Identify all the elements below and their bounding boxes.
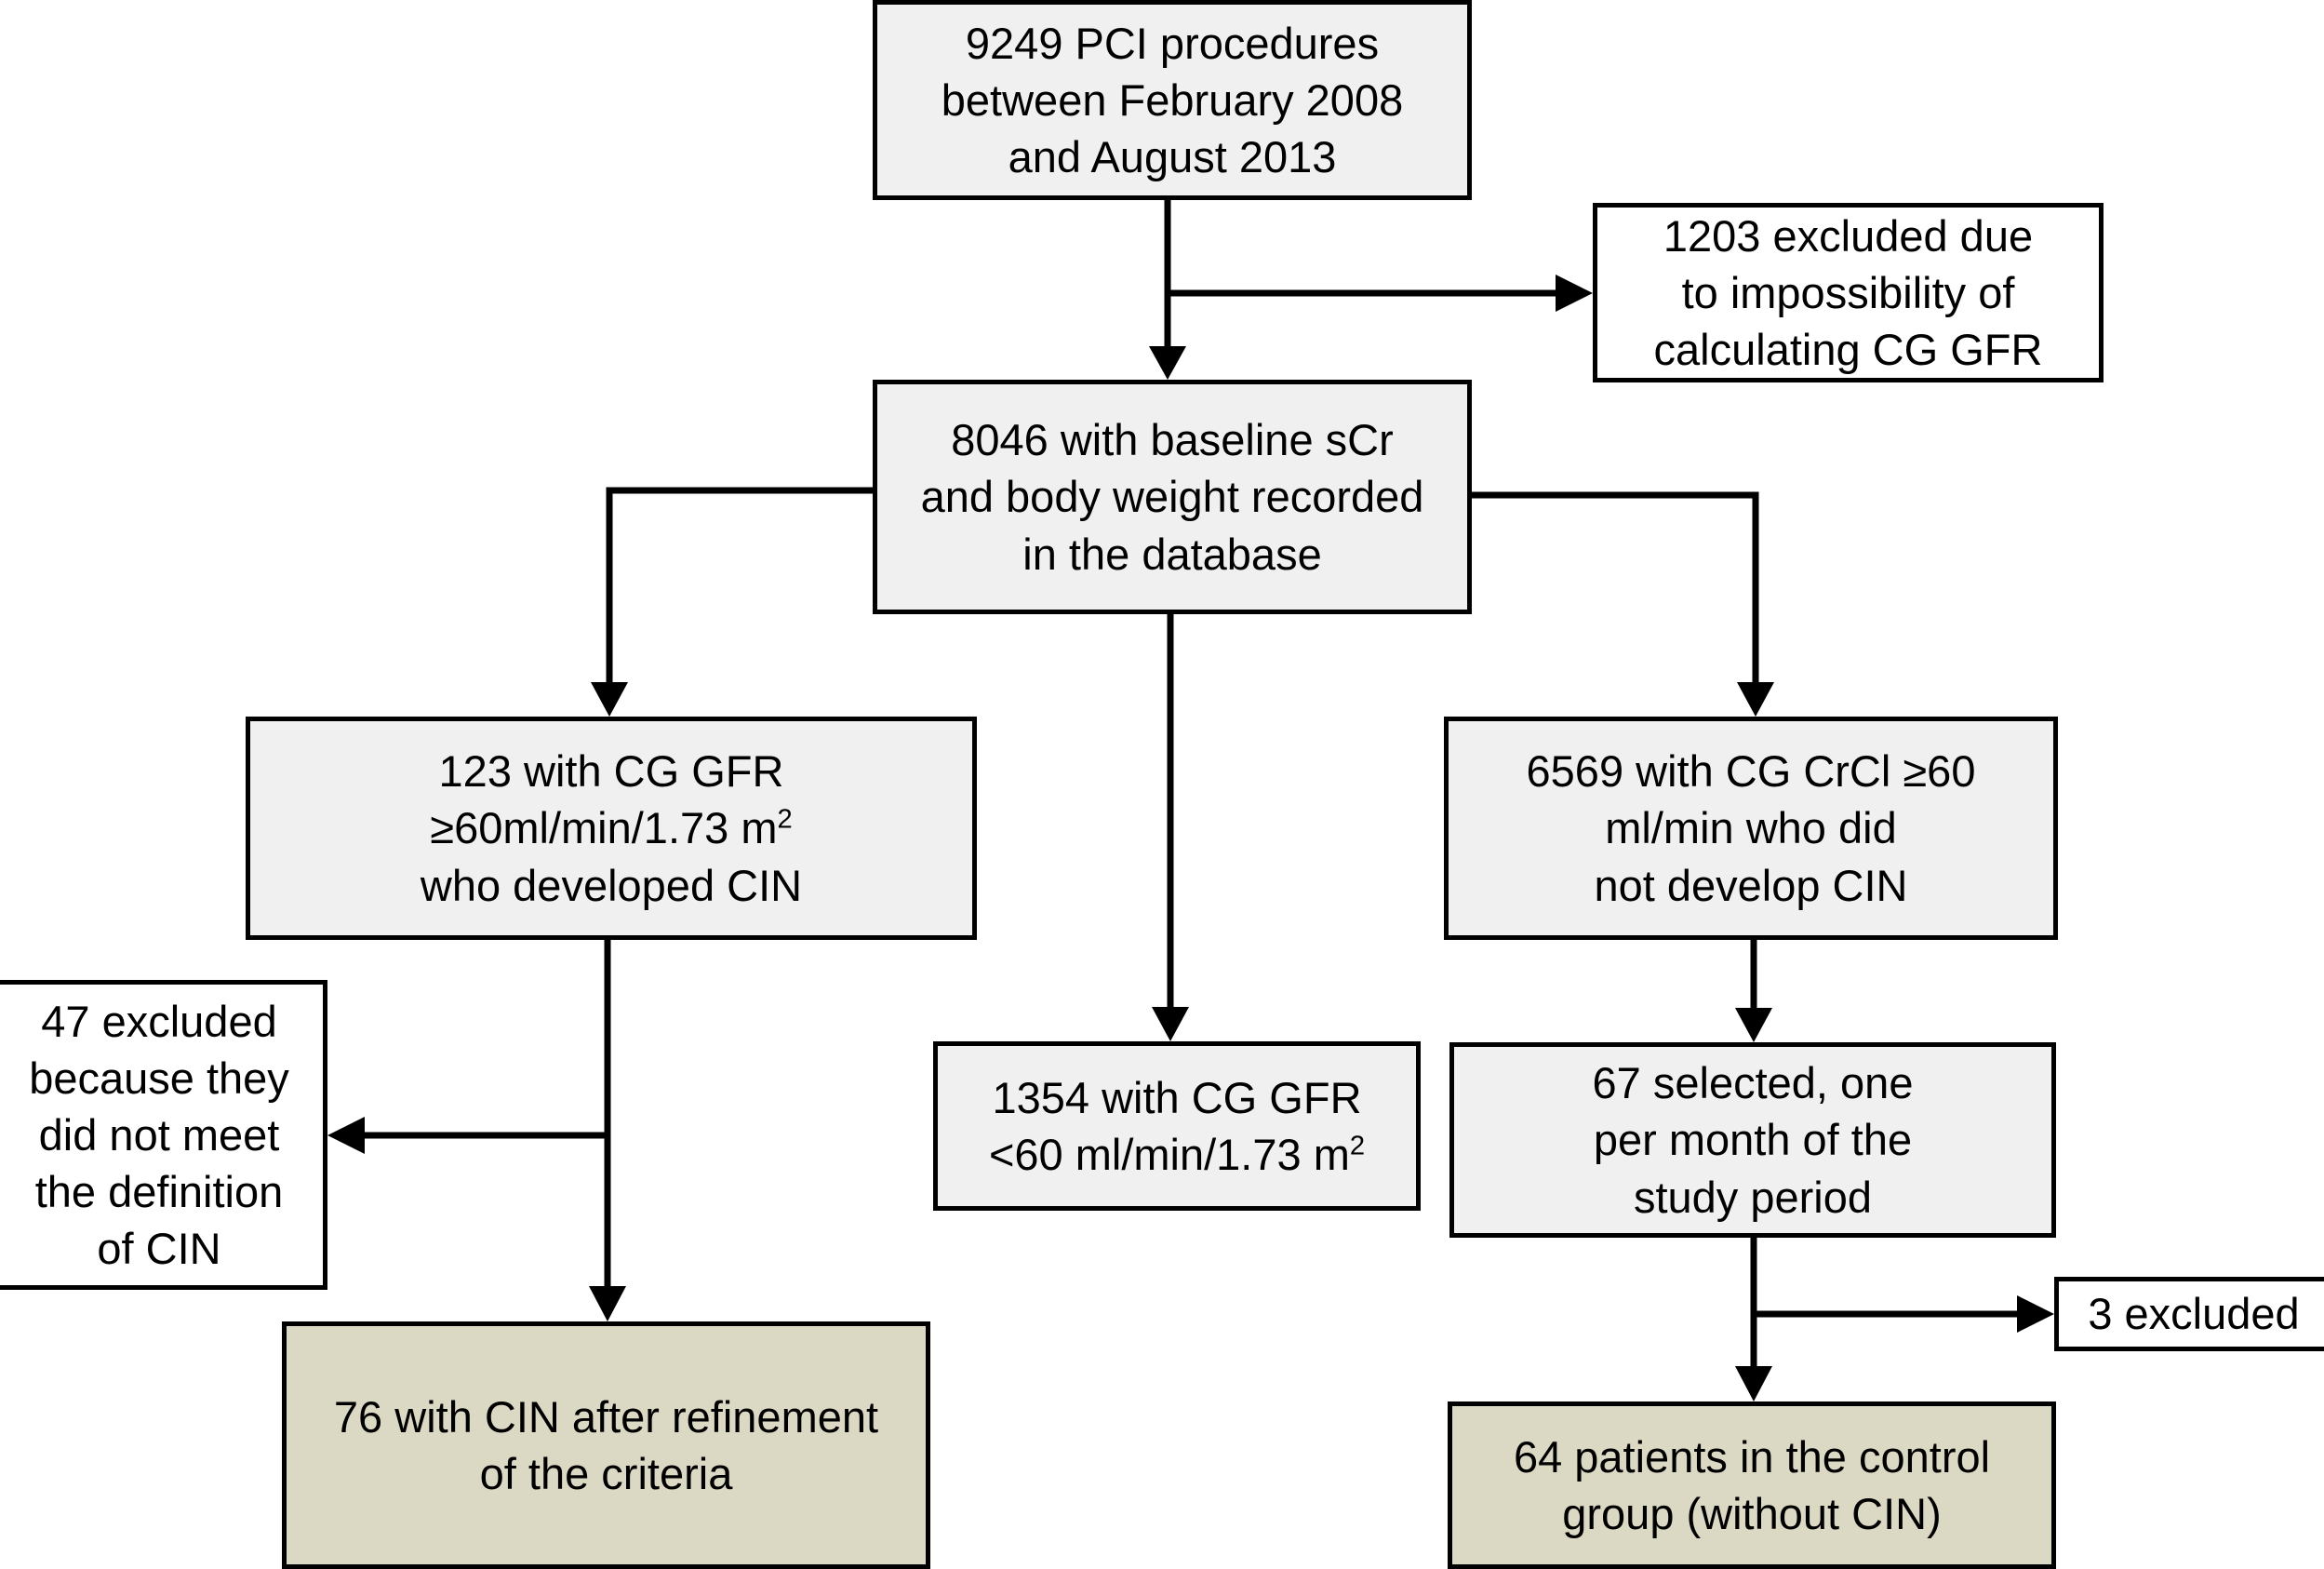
edge-total-to-excluded-no-gfr <box>1168 275 1593 312</box>
node-total-procedures-label: 9249 PCI procedures between February 200… <box>941 18 1404 182</box>
edge-selected-to-control <box>1735 1238 1772 1401</box>
edge-baseline-to-gfr-ge60 <box>591 487 873 717</box>
node-control-group: 64 patients in the control group (withou… <box>1448 1401 2056 1569</box>
node-gfr-ge60-cin-line1: 123 with CG GFR <box>438 746 784 797</box>
edge-gfr-ge60-to-refinement <box>589 940 626 1321</box>
node-baseline-recorded-label: 8046 with baseline sCr and body weight r… <box>920 415 1424 579</box>
node-control-group-label: 64 patients in the control group (withou… <box>1513 1431 1991 1538</box>
node-gfr-ge60-cin-line2: ≥60ml/min/1.73 m <box>430 803 778 853</box>
node-gfr-lt60-exponent: 2 <box>1349 1131 1366 1161</box>
edge-selected-to-excluded-3 <box>1754 1295 2054 1333</box>
node-cin-after-refinement-label: 76 with CIN after refinement of the crit… <box>333 1391 879 1498</box>
node-crcl-ge60-no-cin-label: 6569 with CG CrCl ≥60 ml/min who did not… <box>1526 746 1976 910</box>
node-gfr-ge60-cin-line3: who developed CIN <box>420 860 803 910</box>
node-gfr-lt60-line1: 1354 with CG GFR <box>992 1072 1362 1122</box>
node-gfr-lt60: 1354 with CG GFR <60 ml/min/1.73 m2 <box>933 1041 1421 1211</box>
edge-total-to-baseline <box>1149 200 1186 380</box>
node-selected-one-per-month: 67 selected, one per month of the study … <box>1449 1042 2056 1238</box>
node-crcl-ge60-no-cin: 6569 with CG CrCl ≥60 ml/min who did not… <box>1444 717 2058 940</box>
node-selected-one-per-month-label: 67 selected, one per month of the study … <box>1592 1058 1914 1222</box>
node-excluded-not-cin-definition: 47 excluded because they did not meet th… <box>0 980 327 1290</box>
node-gfr-lt60-line2: <60 ml/min/1.73 m <box>988 1130 1350 1179</box>
node-total-procedures: 9249 PCI procedures between February 200… <box>873 0 1472 200</box>
node-cin-after-refinement: 76 with CIN after refinement of the crit… <box>282 1321 930 1569</box>
node-excluded-no-gfr: 1203 excluded due to impossibility of ca… <box>1593 203 2104 382</box>
node-gfr-ge60-cin-label: 123 with CG GFR ≥60ml/min/1.73 m2 who deve… <box>260 743 963 913</box>
node-excluded-no-gfr-label: 1203 excluded due to impossibility of ca… <box>1653 210 2043 375</box>
node-gfr-ge60-cin-exponent: 2 <box>777 804 793 835</box>
node-excluded-three: 3 excluded <box>2054 1277 2324 1351</box>
node-gfr-lt60-label: 1354 with CG GFR <60 ml/min/1.73 m2 <box>947 1069 1407 1183</box>
node-gfr-ge60-cin: 123 with CG GFR ≥60ml/min/1.73 m2 who deve… <box>246 717 977 940</box>
edge-gfr-ge60-to-excluded-47 <box>327 1117 608 1154</box>
node-excluded-not-cin-definition-label: 47 excluded because they did not meet th… <box>29 996 289 1274</box>
edge-crcl-to-selected <box>1735 940 1772 1042</box>
edge-baseline-to-crcl-ge60 <box>1470 491 1774 717</box>
edge-baseline-to-gfr-lt60 <box>1152 614 1189 1041</box>
node-baseline-recorded: 8046 with baseline sCr and body weight r… <box>873 380 1472 614</box>
node-excluded-three-label: 3 excluded <box>2088 1289 2300 1339</box>
